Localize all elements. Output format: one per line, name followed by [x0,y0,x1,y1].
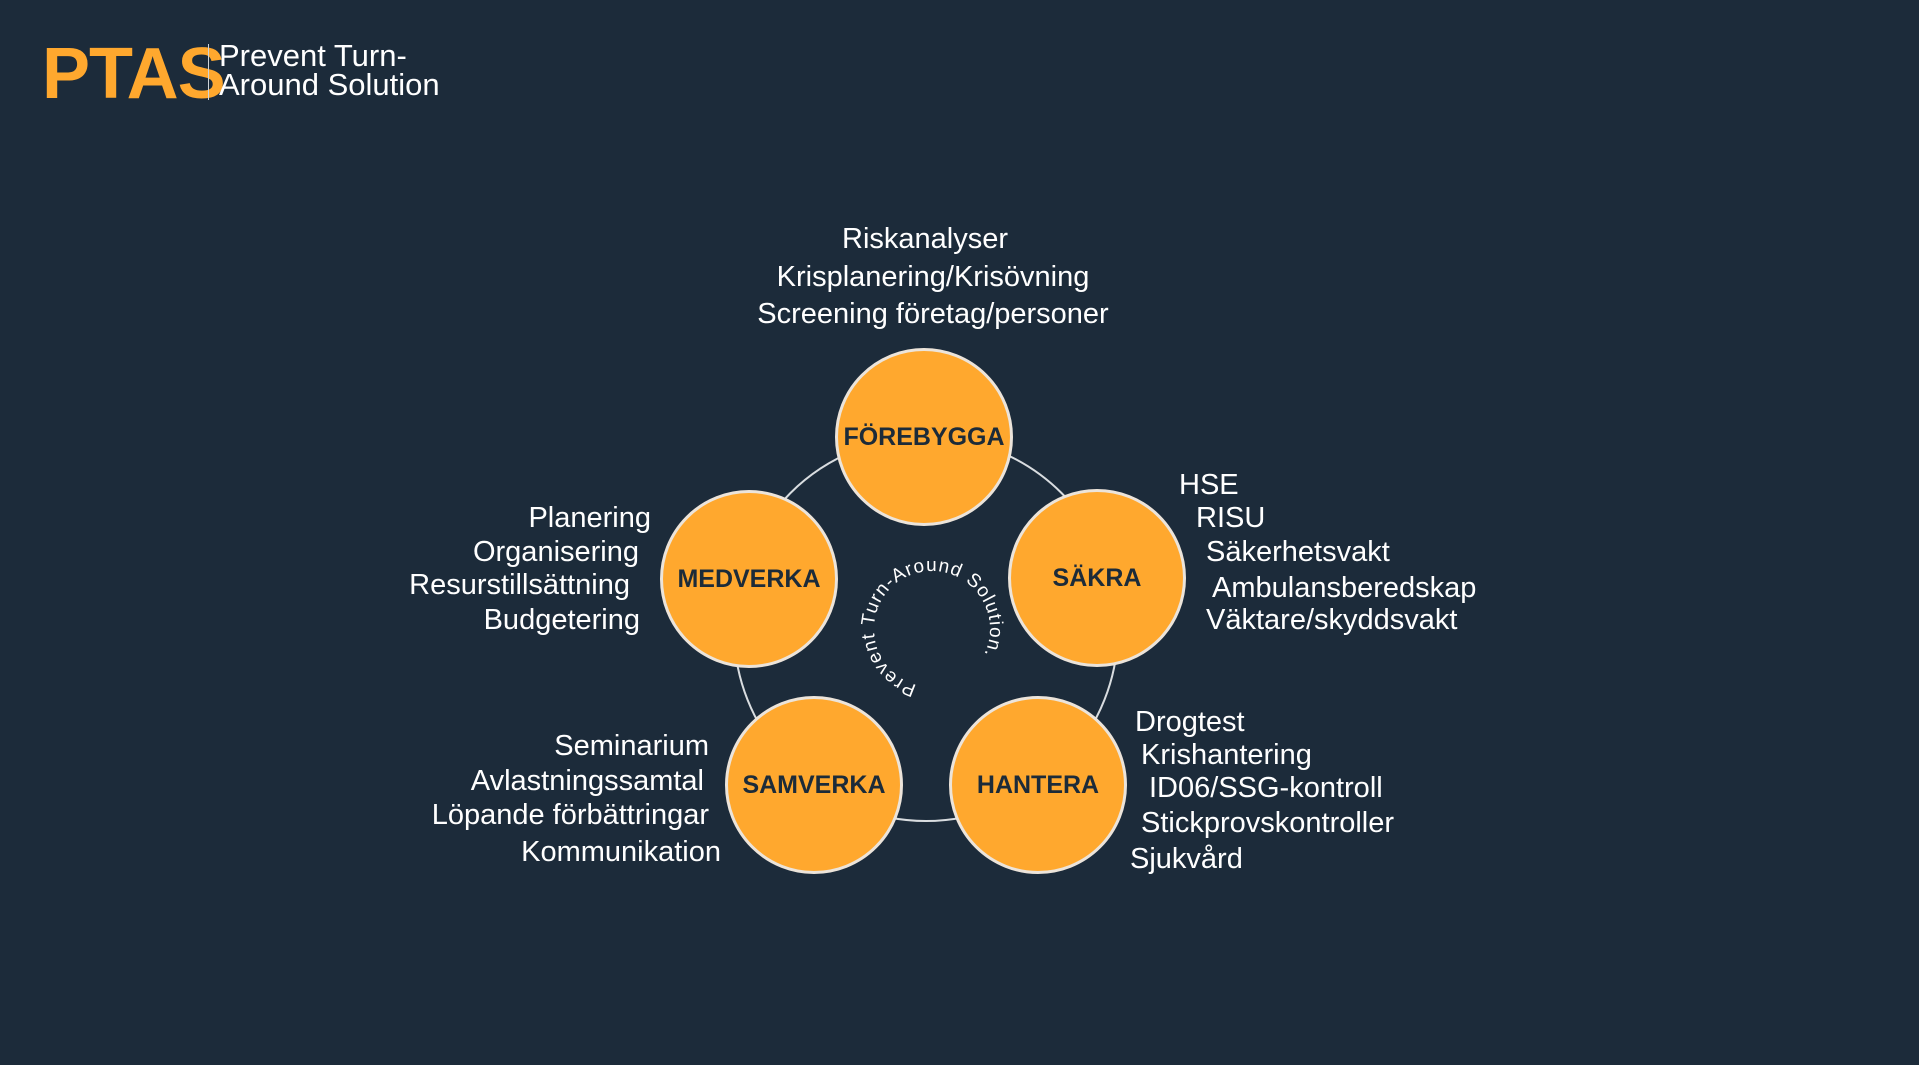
forebygga-item: Krisplanering/Krisövning [776,261,1090,293]
sakra-item: RISU [1196,502,1266,534]
hantera-item: Stickprovskontroller [1141,807,1395,839]
hantera-item: Sjukvård [1130,843,1243,875]
tagline-line1: Prevent Turn- [219,38,407,73]
medverka-item: Planering [528,502,651,534]
center-circular-text: Prevent Turn-Around Solution. [858,555,1006,700]
samverka-item: Avlastningssamtal [470,765,704,797]
node-sakra: SÄKRA [1008,489,1186,667]
sakra-item: Ambulansberedskap [1212,572,1477,604]
samverka-item: Kommunikation [521,836,721,868]
medverka-item: Organisering [472,536,639,568]
hantera-item: ID06/SSG-kontroll [1149,772,1383,804]
forebygga-item: Riskanalyser [842,223,1008,255]
forebygga-item: Screening företag/personer [757,298,1109,330]
medverka-item: Budgetering [483,604,640,636]
node-hantera: HANTERA [949,696,1127,874]
medverka-item: Resurstillsättning [409,569,630,601]
center-circular-textpath: Prevent Turn-Around Solution. [858,555,1005,700]
tagline-line2: Around Solution [219,67,440,102]
sakra-item: Säkerhetsvakt [1206,536,1390,568]
logo-tagline: Prevent Turn- Around Solution [219,38,440,102]
sakra-item: HSE [1179,469,1239,501]
samverka-item: Seminarium [554,730,709,762]
hantera-item: Krishantering [1141,739,1312,771]
node-forebygga: FÖREBYGGA [835,348,1013,526]
logo-ptas: PTAS [42,34,226,114]
sakra-item: Väktare/skyddsvakt [1206,604,1458,636]
node-samverka: SAMVERKA [725,696,903,874]
logo-divider [208,44,209,100]
samverka-item: Löpande förbättringar [431,799,709,831]
node-medverka: MEDVERKA [660,490,838,668]
hantera-item: Drogtest [1135,706,1245,738]
